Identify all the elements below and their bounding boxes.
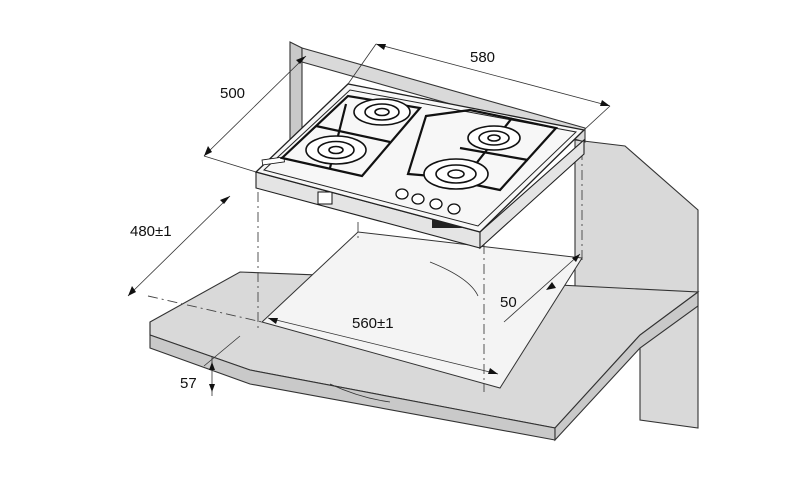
control-knobs: [395, 188, 461, 215]
dimension-label-580: 580: [470, 49, 495, 66]
dimension-label-560: 560±1: [352, 315, 394, 332]
dimension-cutout-width: 560±1: [267, 315, 499, 375]
knob-2: [411, 193, 425, 205]
hob-body: [255, 138, 585, 250]
dimension-label-480: 480±1: [130, 223, 172, 240]
hob-top: [254, 83, 586, 233]
dimension-worktop-thickness: 57: [180, 335, 241, 396]
dimension-label-57: 57: [180, 375, 197, 392]
burner-front-left: [305, 135, 367, 165]
dimension-cutout-depth: 480±1: [127, 195, 231, 297]
burner-rear-left: [353, 98, 411, 126]
hob-underside-connector: [432, 220, 462, 228]
dimension-hob-width: 580: [347, 43, 611, 131]
dimension-hob-depth: 500: [203, 55, 307, 173]
burner-rear-right: [467, 125, 521, 151]
projection-lines: [147, 150, 583, 392]
knob-3: [429, 198, 443, 210]
dimension-rear-clearance: 50: [500, 253, 581, 323]
dimension-label-500: 500: [220, 85, 245, 102]
dimension-label-50: 50: [500, 294, 517, 311]
burner-front-right: [423, 158, 489, 190]
knob-4: [447, 203, 461, 215]
knob-1: [395, 188, 409, 200]
gas-inlet: [317, 191, 333, 205]
